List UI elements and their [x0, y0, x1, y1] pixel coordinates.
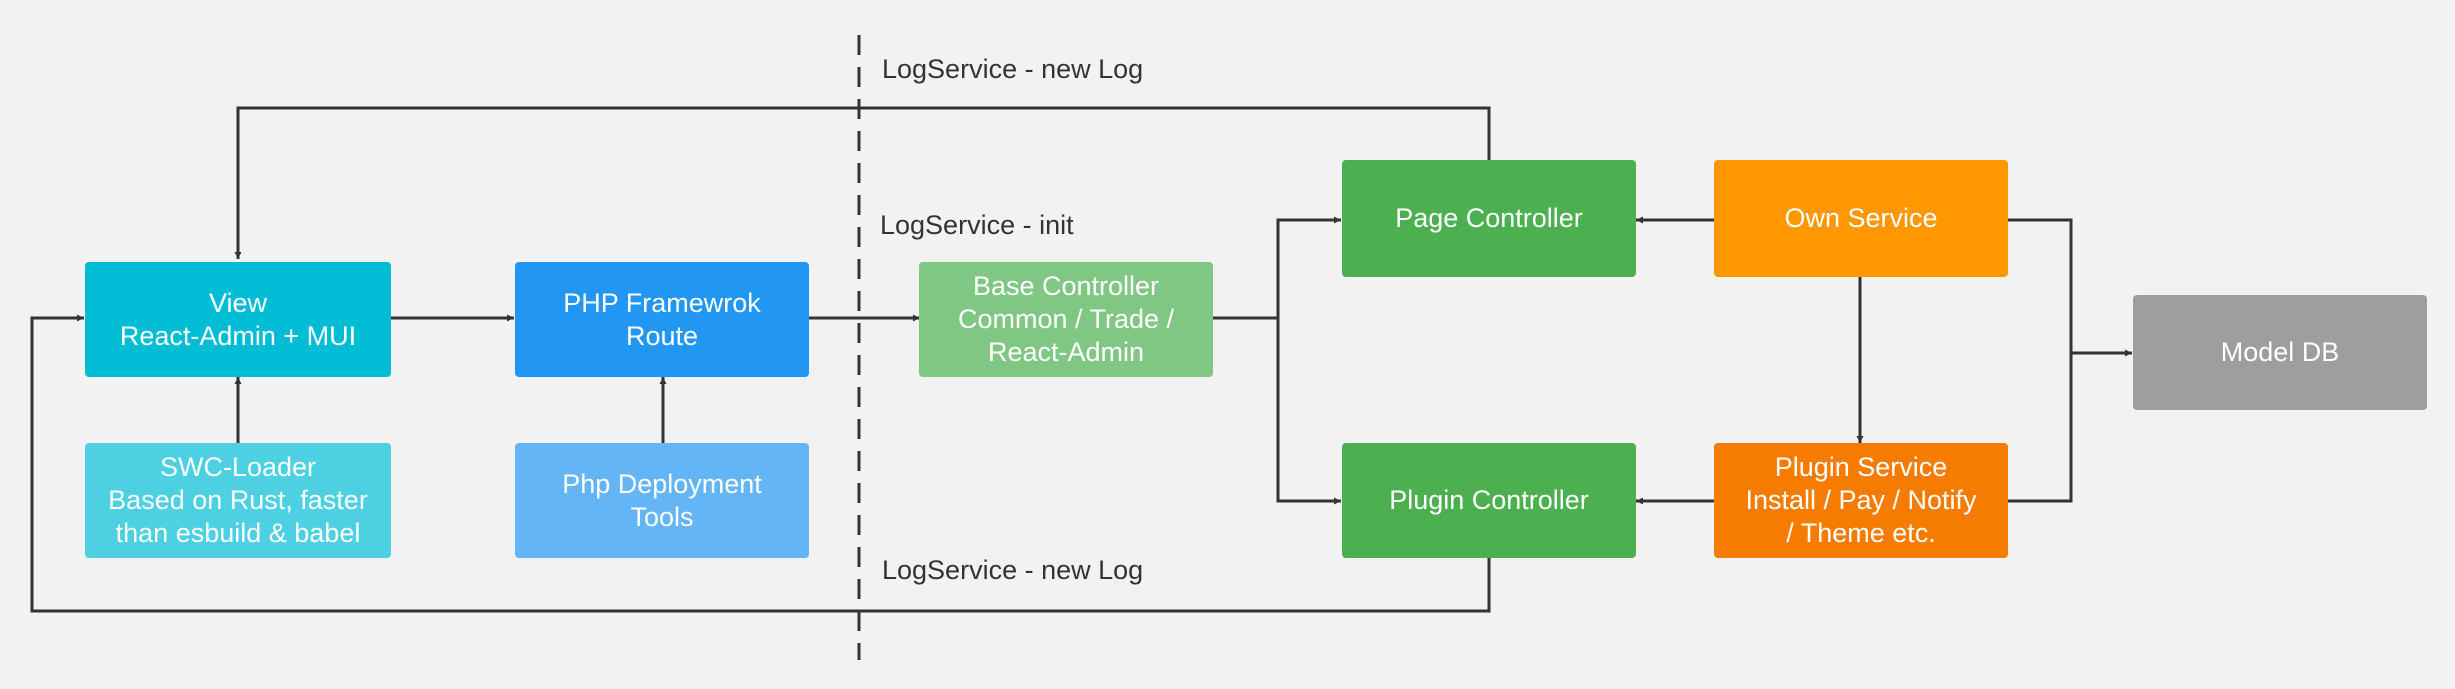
base-controller-node: Base Controller Common / Trade / React-A…: [919, 262, 1213, 377]
plugin-service-node-label: Plugin Service Install / Pay / Notify / …: [1745, 452, 1977, 548]
base-controller-node-label: Base Controller Common / Trade / React-A…: [957, 271, 1175, 367]
line-own-to-db: [2008, 218, 2073, 503]
arrow-page-to-view: [234, 106, 1491, 259]
log-new-top-label: LogService - new Log: [882, 54, 1144, 84]
log-init-label: LogService - init: [880, 210, 1074, 240]
model-db-node: Model DB: [2133, 295, 2427, 410]
page-controller-node-label: Page Controller: [1395, 203, 1583, 233]
view-node-label: View React-Admin + MUI: [119, 287, 357, 351]
php-framework-node: PHP Framewrok Route: [515, 262, 809, 377]
model-db-node-label: Model DB: [2220, 337, 2340, 367]
swc-loader-node: SWC-Loader Based on Rust, faster than es…: [85, 443, 391, 558]
log-new-bottom-label: LogService - new Log: [882, 555, 1144, 585]
swc-loader-node-label: SWC-Loader Based on Rust, faster than es…: [108, 452, 368, 548]
plugin-controller-node-label: Plugin Controller: [1389, 485, 1589, 515]
arrow-plugin-to-view: [30, 314, 1491, 613]
own-service-node-label: Own Service: [1784, 203, 1938, 233]
view-node: View React-Admin + MUI: [85, 262, 391, 377]
plugin-controller-node: Plugin Controller: [1342, 443, 1636, 558]
php-framework-node-label: PHP Framewrok Route: [563, 287, 761, 351]
plugin-service-node: Plugin Service Install / Pay / Notify / …: [1714, 443, 2008, 558]
php-deployment-tools-node-label: Php Deployment Tools: [562, 468, 762, 532]
page-controller-node: Page Controller: [1342, 160, 1636, 277]
arrow-base-to-page: [1212, 216, 1341, 320]
arrow-base-to-plugin: [1276, 318, 1341, 505]
own-service-node: Own Service: [1714, 160, 2008, 277]
php-deployment-tools-node: Php Deployment Tools: [515, 443, 809, 558]
